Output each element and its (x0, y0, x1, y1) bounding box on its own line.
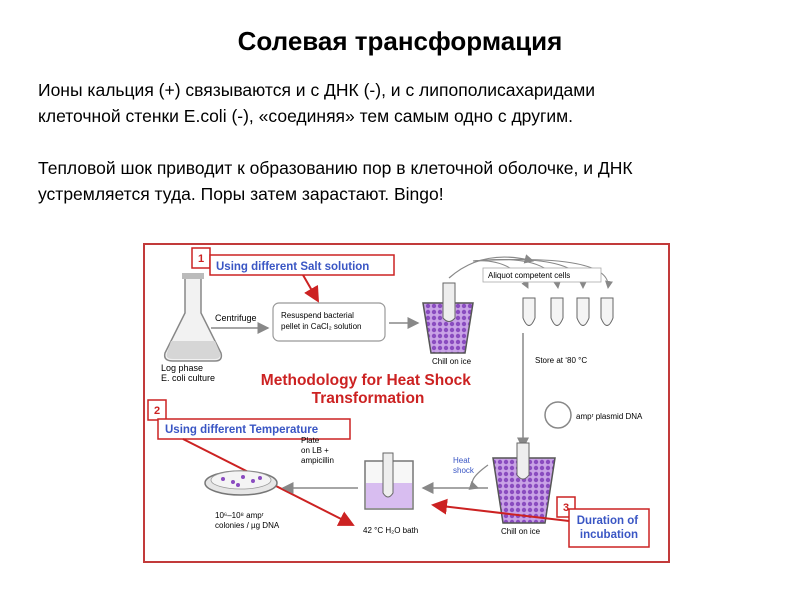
callout-1-arrow (302, 274, 319, 303)
aliquot-label: Aliquot competent cells (488, 271, 570, 280)
heat-shock-label: Heat shock (453, 456, 475, 475)
plasmid-label: ampʳ plasmid DNA (576, 412, 643, 421)
paragraph-line: Ионы кальция (+) связываются и с ДНК (-)… (38, 80, 596, 100)
heat-shock-arrow (468, 464, 489, 490)
resuspend-box (272, 302, 386, 342)
callout-3-number: 3 (563, 502, 569, 514)
petri-dish-icon (204, 470, 278, 496)
callout-2-text: Using different Temperature (165, 424, 318, 436)
paragraph-heat-shock: Тепловой шок приводит к образованию пор … (38, 155, 798, 207)
flask-label: Log phase E. coli culture (161, 363, 215, 383)
plasmid-icon (544, 401, 572, 429)
callout-3-arrow (431, 498, 570, 522)
ice-bucket-icon (492, 442, 556, 524)
plate-label: Plate on LB + ampicillin (301, 436, 334, 465)
callout-2-number-box (147, 399, 167, 421)
callout-2-box (157, 418, 351, 440)
callout-1-text: Using different Salt solution (216, 261, 369, 273)
bath-label: 42 °C H₂O bath (363, 526, 418, 535)
paragraph-line: клеточной стенки E.coli (-), «соединяя» … (38, 106, 574, 126)
aliquot-arrow (472, 259, 613, 289)
paragraph-line: устремляется туда. Поры затем зарастают.… (38, 184, 444, 204)
callout-3-box (568, 508, 650, 548)
resuspend-label: Resuspend bacterial pellet in CaCl₂ solu… (281, 311, 361, 331)
callout-2-number: 2 (154, 405, 160, 417)
chill-on-ice-label: Chill on ice (432, 357, 472, 366)
page-title: Солевая трансформация (237, 26, 563, 56)
paragraph-calcium-ions: Ионы кальция (+) связываются и с ДНК (-)… (38, 77, 798, 129)
heat-shock-methodology-diagram: Log phase E. coli culture 1 Using differ… (143, 243, 670, 563)
colonies-label: 10⁶–10⁸ ampʳ colonies / µg DNA (215, 511, 280, 530)
paragraph-line: Тепловой шок приводит к образованию пор … (38, 158, 633, 178)
store-label: Store at ‘80 °C (535, 356, 587, 365)
centrifuge-label: Centrifuge (215, 313, 257, 323)
diagram-heading: Methodology for Heat Shock Transformatio… (261, 372, 475, 407)
aliquot-arrow (448, 254, 535, 279)
callout-3-text: Duration of incubation (577, 515, 642, 541)
flask-icon (163, 273, 223, 362)
ice-bucket-icon (422, 282, 474, 354)
microtube-icon (522, 297, 614, 326)
callout-1-box (209, 254, 395, 276)
chill-on-ice-label: Chill on ice (501, 527, 541, 536)
callout-1-number: 1 (198, 253, 204, 265)
water-bath-icon (364, 452, 414, 510)
aliquot-box (482, 267, 602, 283)
